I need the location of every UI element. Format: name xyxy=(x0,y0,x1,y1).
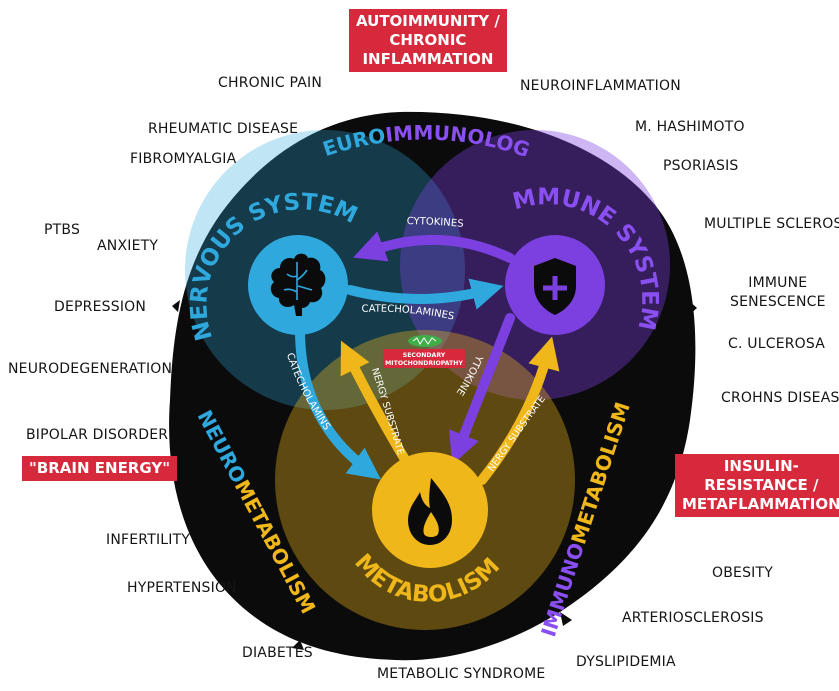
flame-icon xyxy=(408,478,452,545)
condition-multiple-sclerosis: MULTIPLE SCLEROSIS xyxy=(704,216,839,232)
insulin-line3: METAFLAMMATION xyxy=(682,495,839,513)
condition-bipolar: BIPOLAR DISORDER xyxy=(26,427,169,443)
condition-obesity: OBESITY xyxy=(712,565,773,581)
condition-rheumatic: RHEUMATIC DISEASE xyxy=(148,121,299,137)
condition-c-ulcerosa: C. ULCEROSA xyxy=(728,336,826,352)
cytokines-top-label: CYTOKINES xyxy=(407,216,464,230)
center-line2: MITOCHONDRIOPATHY xyxy=(385,360,463,367)
condition-psoriasis: PSORIASIS xyxy=(663,158,739,174)
condition-hashimoto: M. HASHIMOTO xyxy=(635,119,745,135)
brain-energy-badge: "BRAIN ENERGY" xyxy=(22,456,178,481)
condition-arteriosclerosis: ARTERIOSCLEROSIS xyxy=(622,610,764,626)
mitochondrion-icon xyxy=(408,335,442,347)
condition-infertility: INFERTILITY xyxy=(106,532,191,548)
cytokines-arrow-top xyxy=(353,231,515,263)
cytokines-arrow-right xyxy=(449,313,515,465)
autoimmunity-badge: AUTOIMMUNITY / CHRONIC INFLAMMATION xyxy=(349,9,507,72)
condition-depression: DEPRESSION xyxy=(54,299,147,315)
immune-senescence-line2: SENESCENCE xyxy=(730,294,826,310)
shield-plus-icon xyxy=(534,258,576,315)
condition-neurodegeneration: NEURODEGENERATION xyxy=(8,361,173,377)
condition-chronic-pain: CHRONIC PAIN xyxy=(218,75,323,91)
condition-dyslipidemia: DYSLIPIDEMIA xyxy=(576,654,676,670)
energy-arrow-right xyxy=(477,336,560,485)
catecholamines-arrow-top xyxy=(345,278,504,310)
condition-anxiety: ANXIETY xyxy=(97,238,159,254)
immune-senescence-line1: IMMUNE xyxy=(748,275,808,291)
condition-diabetes: DIABETES xyxy=(242,645,313,661)
brain-icon xyxy=(270,253,326,316)
autoimmunity-line2: CHRONIC xyxy=(389,31,467,49)
condition-neuroinflammation: NEUROINFLAMMATION xyxy=(520,78,681,94)
insulin-line2: RESISTANCE / xyxy=(704,476,819,494)
center-line1: SECONDARY xyxy=(403,352,446,359)
brain-energy-text: "BRAIN ENERGY" xyxy=(29,459,171,477)
center-badge-box xyxy=(383,349,465,368)
energy-arrow-left xyxy=(340,340,415,473)
condition-fibromyalgia: FIBROMYALGIA xyxy=(130,151,237,167)
condition-immune-senescence: IMMUNE SENESCENCE xyxy=(730,274,826,312)
condition-crohns: CROHNS DISEASE xyxy=(721,390,839,406)
catecholamins-arrow-left xyxy=(295,325,381,480)
insulin-line1: INSULIN- xyxy=(723,457,799,475)
autoimmunity-line1: AUTOIMMUNITY / xyxy=(356,12,500,30)
insulin-badge: INSULIN- RESISTANCE / METAFLAMMATION xyxy=(675,454,839,517)
autoimmunity-line3: INFLAMMATION xyxy=(362,50,494,68)
condition-hypertension: HYPERTENSION xyxy=(127,580,237,596)
condition-ptbs: PTBS xyxy=(44,222,81,238)
condition-metabolic-syndrome: METABOLIC SYNDROME xyxy=(377,666,546,682)
